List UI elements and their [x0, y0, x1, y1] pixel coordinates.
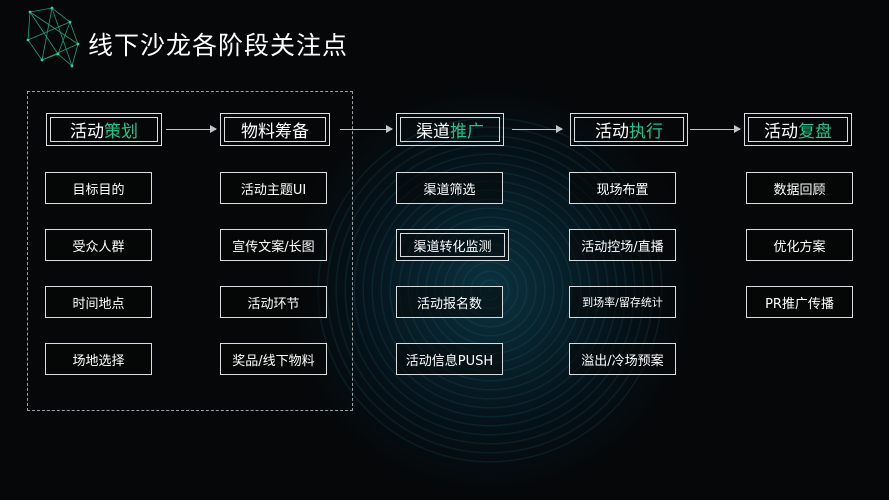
wireframe-polygon-logo	[26, 6, 80, 68]
stage-review: 活动复盘	[744, 113, 852, 146]
stage-label: 活动	[764, 122, 798, 142]
item-push: 活动信息PUSH	[396, 343, 503, 375]
arrow-right-icon	[690, 125, 741, 133]
stage-label: 物料筹备	[241, 122, 309, 142]
stage-label: 活动	[595, 122, 629, 142]
item-goal: 目标目的	[45, 172, 152, 204]
stage-label-accent: 复盘	[798, 122, 832, 142]
stage-label-accent: 策划	[104, 122, 138, 142]
item-theme-ui: 活动主题UI	[220, 172, 327, 204]
item-venue: 场地选择	[45, 343, 152, 375]
item-data-review: 数据回顾	[746, 172, 853, 204]
stage-label-accent: 推广	[450, 122, 484, 142]
item-optimization: 优化方案	[746, 229, 853, 261]
arrow-right-icon	[512, 125, 563, 133]
arrow-right-icon	[340, 125, 393, 133]
stage-promotion: 渠道推广	[396, 113, 504, 146]
stage-materials: 物料筹备	[220, 113, 330, 146]
item-time-place: 时间地点	[45, 286, 152, 318]
stage-execution: 活动执行	[570, 113, 688, 146]
stage-label: 渠道	[416, 122, 450, 142]
item-activity-flow: 活动环节	[220, 286, 327, 318]
item-pr: PR推广传播	[746, 286, 853, 318]
item-copywriting: 宣传文案/长图	[220, 229, 327, 261]
item-setup: 现场布置	[569, 172, 676, 204]
item-prizes: 奖品/线下物料	[220, 343, 327, 375]
item-contingency: 溢出/冷场预案	[569, 343, 676, 375]
page-title: 线下沙龙各阶段关注点	[88, 31, 349, 60]
item-signups: 活动报名数	[396, 286, 503, 318]
item-attendance: 到场率/留存统计	[569, 286, 676, 318]
item-audience: 受众人群	[45, 229, 152, 261]
stage-label: 活动	[70, 122, 104, 142]
stage-planning: 活动策划	[46, 113, 162, 146]
item-control-live: 活动控场/直播	[569, 229, 676, 261]
stage-label-accent: 执行	[629, 122, 663, 142]
item-conversion-monitor: 渠道转化监测	[396, 229, 509, 261]
arrow-right-icon	[166, 125, 217, 133]
item-channel-filter: 渠道筛选	[396, 172, 503, 204]
